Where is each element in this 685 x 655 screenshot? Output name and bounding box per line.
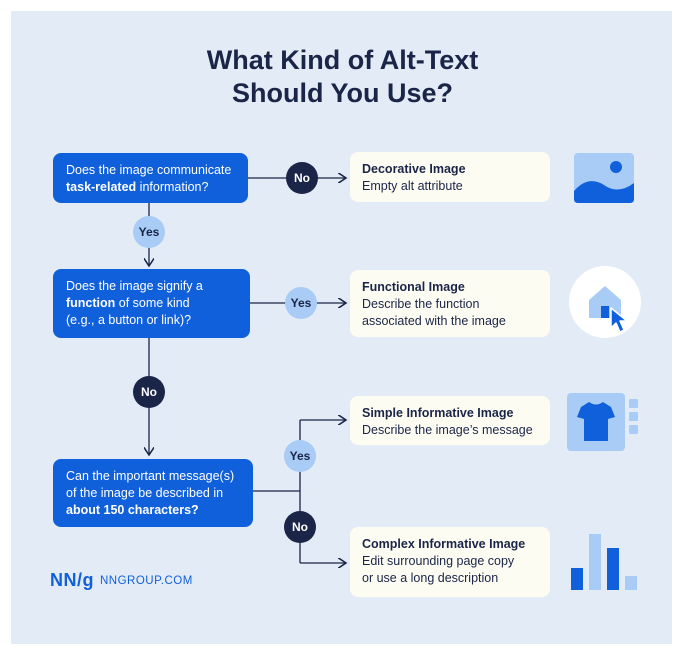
landscape-image-icon [574,153,634,203]
bar-chart-icon [571,534,637,590]
home-cursor-icon [569,266,641,338]
question-function: Does the image signify a function of som… [53,269,250,338]
tshirt-icon [567,393,638,451]
answer-functional: Functional Image Describe the function a… [350,270,550,337]
answer-simple-informative: Simple Informative Image Describe the im… [350,396,550,445]
answer-complex-informative: Complex Informative Image Edit surroundi… [350,527,550,597]
pill-no: No [133,376,165,408]
question-150-characters: Can the important message(s) of the imag… [53,459,253,527]
brand-logo: NN/g NNGROUP.COM [50,570,193,590]
pill-yes: Yes [133,216,165,248]
question-task-related: Does the image communicate task-related … [53,153,248,203]
answer-decorative: Decorative Image Empty alt attribute [350,152,550,202]
pill-no: No [284,511,316,543]
pill-no: No [286,162,318,194]
page-title: What Kind of Alt-Text Should You Use? [206,45,479,108]
pill-yes: Yes [285,287,317,319]
pill-yes: Yes [284,440,316,472]
